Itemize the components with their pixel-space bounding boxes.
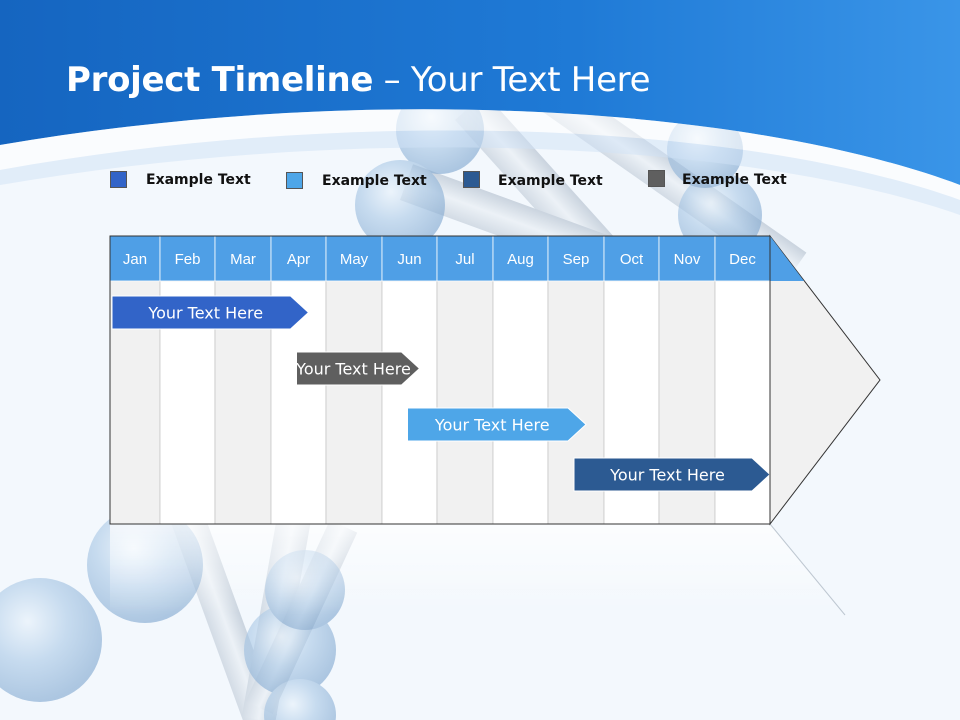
slide-title: Project Timeline – Your Text Here	[66, 60, 651, 100]
title-rest: – Your Text Here	[373, 60, 651, 100]
legend-swatch-4	[648, 170, 665, 187]
month-header-mar	[214, 235, 272, 282]
month-label-mar: Mar	[230, 251, 256, 268]
task-label-3: Your Text Here	[434, 416, 550, 435]
task-bar-4[interactable]	[573, 457, 771, 492]
month-column-aug	[492, 280, 549, 525]
month-label-aug: Aug	[507, 251, 534, 268]
month-column-jul	[436, 280, 494, 525]
month-label-oct: Oct	[620, 251, 644, 268]
month-header-dec	[714, 235, 771, 282]
timeline-arrow-head-header	[770, 236, 804, 281]
month-header-jun	[381, 235, 438, 282]
month-label-jan: Jan	[123, 251, 147, 268]
legend-swatch-2	[286, 172, 303, 189]
month-label-nov: Nov	[674, 251, 701, 268]
legend-swatch-3	[463, 171, 480, 188]
month-label-jun: Jun	[397, 251, 421, 268]
month-label-jul: Jul	[455, 251, 474, 268]
month-header-feb	[159, 235, 216, 282]
month-label-dec: Dec	[729, 251, 756, 268]
month-header-apr	[270, 235, 327, 282]
reflection-edge	[769, 523, 846, 616]
legend-label-3: Example Text	[498, 173, 603, 189]
task-bar-3[interactable]	[407, 407, 587, 442]
month-column-jun	[381, 280, 438, 525]
title-bold: Project Timeline	[66, 60, 374, 100]
month-header-jan	[109, 235, 161, 282]
month-header-oct	[603, 235, 660, 282]
legend-swatch-1	[110, 171, 127, 188]
month-label-may: May	[340, 251, 369, 268]
task-bar-2[interactable]	[296, 351, 421, 386]
legend-label-2: Example Text	[322, 173, 427, 189]
month-header-jul	[436, 235, 494, 282]
task-label-2: Your Text Here	[295, 360, 411, 379]
month-header-sep	[547, 235, 605, 282]
month-column-may	[325, 280, 383, 525]
month-label-feb: Feb	[175, 251, 201, 268]
month-label-apr: Apr	[287, 251, 310, 268]
legend-label-1: Example Text	[146, 172, 251, 188]
month-header-aug	[492, 235, 549, 282]
task-bar-1[interactable]	[111, 295, 310, 330]
task-label-4: Your Text Here	[609, 466, 725, 485]
task-label-1: Your Text Here	[147, 304, 263, 323]
month-label-sep: Sep	[563, 251, 590, 268]
legend-label-4: Example Text	[682, 172, 787, 188]
timeline-reflection	[110, 524, 845, 615]
